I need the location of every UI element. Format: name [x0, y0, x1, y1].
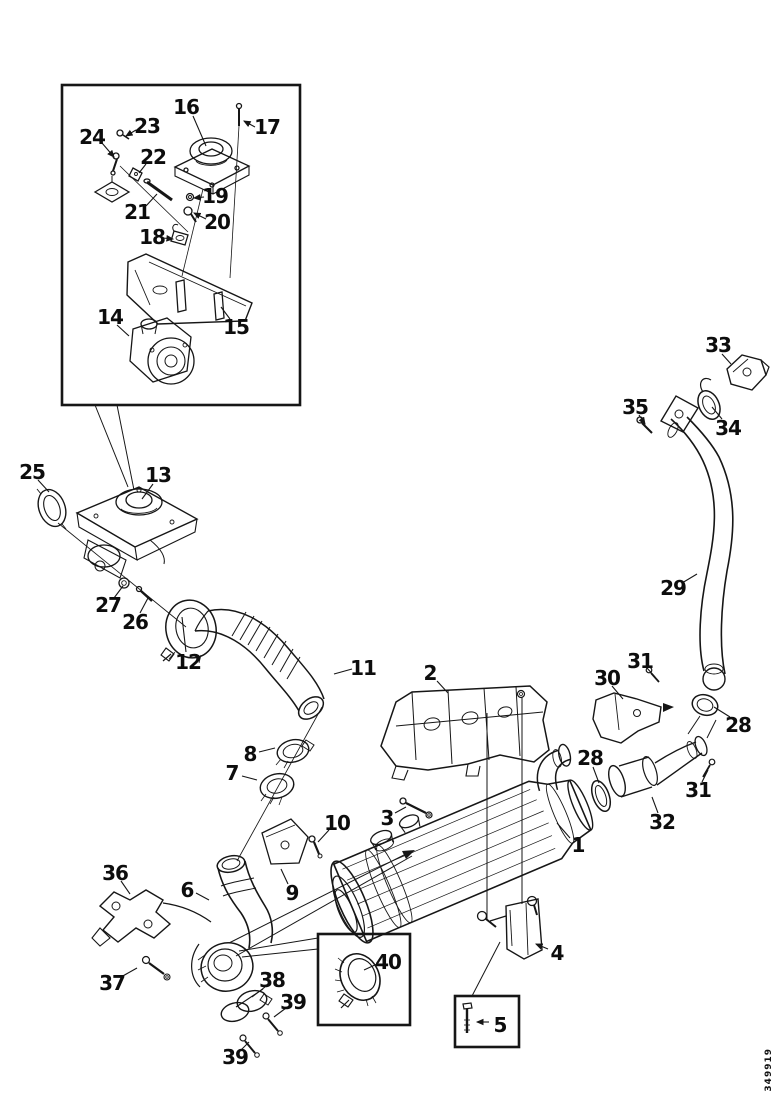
leader-line-19	[192, 194, 205, 201]
leader-line-8	[258, 747, 276, 753]
leader-line-31	[701, 769, 709, 783]
leader-line-35	[638, 414, 646, 425]
hose-11-chain	[194, 608, 325, 865]
pointer-lines	[94, 404, 415, 958]
leader-line-32	[651, 796, 659, 814]
leader-line-29	[681, 573, 698, 584]
callout-leader-lines	[37, 115, 732, 1051]
detail-box-clamp-40	[316, 932, 412, 1027]
leader-line-20	[193, 212, 207, 220]
inset-valve-detail-art	[93, 102, 253, 385]
bracket-36-group	[91, 889, 212, 981]
leader-line-11	[333, 668, 353, 675]
bolt-5-detail	[462, 1002, 473, 1033]
leader-line-25	[37, 479, 50, 493]
leader-line-4	[534, 943, 549, 950]
leader-line-22	[138, 163, 147, 174]
leader-line-39	[273, 1007, 287, 1018]
bracket-4-group	[471, 697, 543, 997]
leader-line-26	[139, 597, 149, 614]
leader-line-10	[317, 829, 330, 843]
clamp-40-detail	[334, 953, 381, 1009]
leader-line-31	[646, 667, 656, 678]
leader-line-24	[101, 142, 115, 158]
leader-line-3	[394, 806, 407, 814]
leader-line-14	[116, 324, 130, 337]
leader-line-36	[120, 880, 131, 895]
figure-number: 349919	[764, 1048, 774, 1092]
leader-line-7	[241, 775, 258, 781]
detail-box-valve-assembly	[60, 83, 302, 407]
leader-line-38	[235, 988, 264, 1008]
bracket-2	[380, 685, 550, 819]
leader-line-33	[721, 353, 732, 365]
leader-line-40	[363, 963, 378, 971]
egr-valve-assembly-13	[36, 486, 217, 664]
leader-line-27	[113, 585, 124, 599]
leader-line-16	[192, 115, 207, 147]
leader-line-30	[611, 685, 624, 700]
leader-line-1	[556, 822, 571, 839]
egr-cooler-1	[330, 743, 594, 944]
leader-line-21	[145, 193, 158, 207]
leader-line-17	[243, 120, 256, 128]
leader-line-28	[713, 706, 731, 718]
leader-line-9	[280, 868, 289, 885]
leader-line-12	[181, 616, 187, 653]
leader-line-39	[240, 1041, 250, 1051]
leader-line-18	[162, 235, 175, 242]
leader-line-6	[195, 892, 210, 901]
leader-line-13	[141, 483, 154, 500]
leader-line-37	[120, 967, 138, 978]
detail-box-bolt-5	[453, 994, 521, 1049]
lower-pipe-6-group	[191, 854, 283, 1058]
leader-line-34	[711, 406, 723, 420]
leader-line-28	[592, 766, 600, 784]
leader-line-2	[436, 680, 449, 694]
leader-line-23	[125, 129, 137, 137]
detail-inset-boxes	[60, 83, 521, 1049]
leader-line-15	[220, 306, 231, 320]
outlet-pipes-right	[590, 354, 770, 813]
